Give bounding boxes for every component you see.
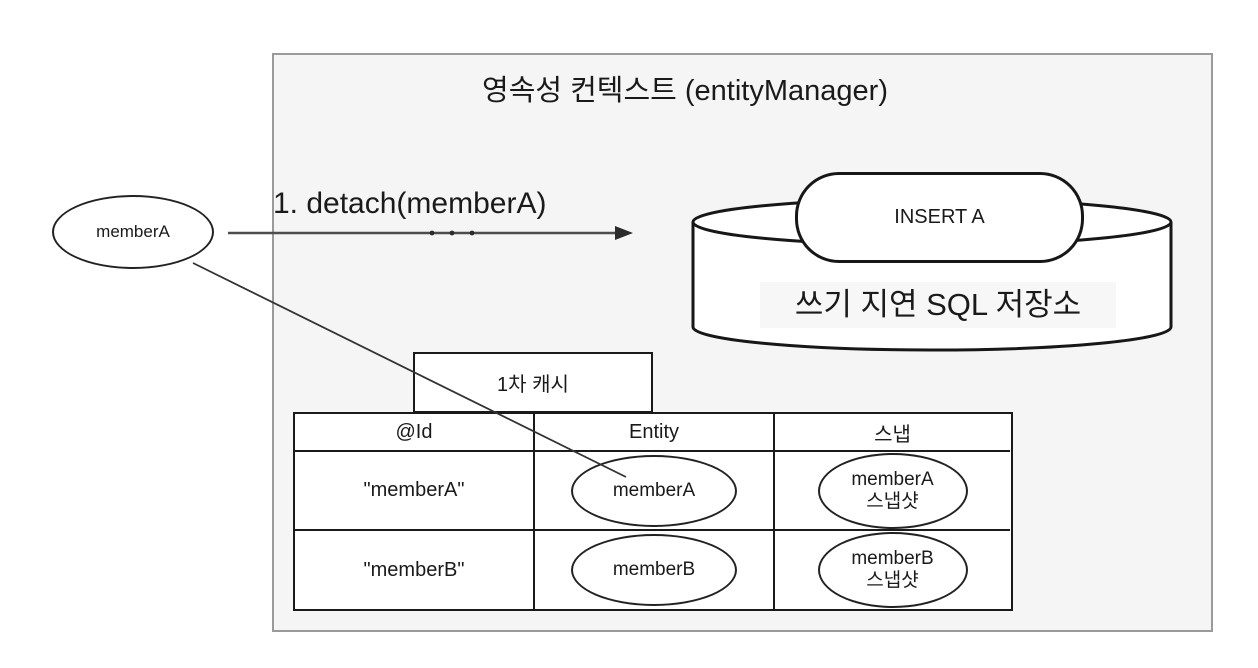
- snapshot-label-line1: memberA: [851, 468, 934, 490]
- cache-row-entity-cell: memberA: [535, 452, 775, 531]
- entity-ellipse-member-a: memberA: [571, 454, 737, 527]
- entity-label: memberB: [612, 559, 696, 580]
- pending-sql-shape: INSERT A: [795, 172, 1084, 263]
- cache-header-entity: Entity: [535, 414, 775, 452]
- detached-entity-label: memberA: [96, 222, 170, 241]
- snapshot-label-line1: memberB: [851, 548, 934, 569]
- entity-label: memberA: [612, 479, 696, 501]
- cache-row-id: "memberA": [295, 452, 535, 531]
- entity-ellipse-member-b: memberB: [571, 534, 737, 606]
- sql-store-label: 쓰기 지연 SQL 저장소: [760, 282, 1116, 328]
- snapshot-ellipse-member-b: memberB 스냅샷: [817, 532, 968, 608]
- snapshot-label-line2: 스냅샷: [866, 490, 919, 512]
- cache-row-entity-cell: memberB: [535, 531, 775, 609]
- cache-title-label: 1차 캐시: [497, 374, 569, 396]
- cache-table: @Id Entity 스냅 "memberA" memberA memberA …: [293, 412, 1013, 611]
- cache-row-snapshot-cell: memberA 스냅샷: [775, 452, 1010, 531]
- cache-title-box: 1차 캐시: [413, 352, 653, 413]
- detached-entity-ellipse: memberA: [52, 195, 214, 269]
- cache-header-snapshot: 스냅: [775, 414, 1010, 452]
- cache-row-snapshot-cell: memberB 스냅샷: [775, 531, 1010, 609]
- detach-action-label: 1. detach(memberA): [273, 187, 547, 220]
- snapshot-label-line2: 스냅샷: [866, 570, 919, 591]
- snapshot-ellipse-member-a: memberA 스냅샷: [817, 452, 968, 529]
- cache-row-id: "memberB": [295, 531, 535, 609]
- persistence-context-title: 영속성 컨텍스트 (entityManager): [482, 75, 888, 107]
- cache-header-id: @Id: [295, 414, 535, 452]
- pending-sql-label: INSERT A: [894, 206, 985, 228]
